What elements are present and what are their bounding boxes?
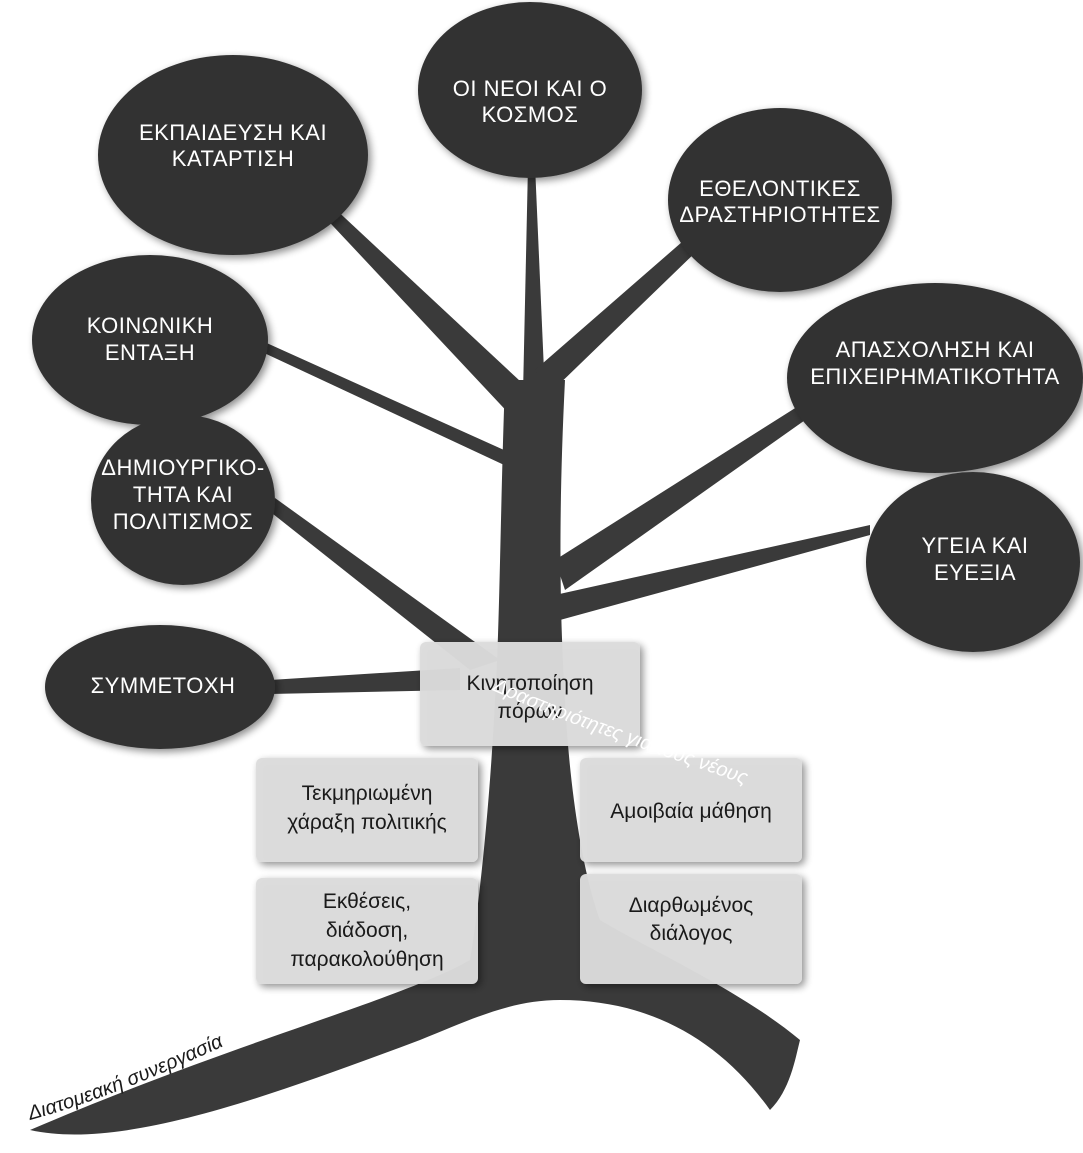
label-volunteering-2: ΔΡΑΣΤΗΡΙΟΤΗΤΕΣ xyxy=(679,202,880,227)
label-health-2: ΕΥΕΞΙΑ xyxy=(934,560,1016,585)
bubble-social-inclusion xyxy=(32,255,268,425)
leaf-labels: ΟΙ ΝΕΟΙ ΚΑΙ Ο ΚΟΣΜΟΣ ΕΚΠΑΙΔΕΥΣΗ ΚΑΙ ΚΑΤΑ… xyxy=(87,76,1060,698)
box-labels: Κινητοποίηση πόρων Τεκμηριωμένη χάραξη π… xyxy=(287,672,772,971)
box-learning xyxy=(580,758,802,862)
box-policy xyxy=(256,758,478,862)
label-learning: Αμοιβαία μάθηση xyxy=(610,800,772,823)
label-policy-2: χάραξη πολιτικής xyxy=(287,811,447,834)
label-dialogue-1: Διαρθωμένος xyxy=(629,894,754,917)
branch-participation xyxy=(270,668,460,694)
box-resources xyxy=(420,642,640,746)
label-youth-world-1: ΟΙ ΝΕΟΙ ΚΑΙ Ο xyxy=(453,76,607,101)
label-health-1: ΥΓΕΙΑ ΚΑΙ xyxy=(921,533,1028,558)
label-reports-1: Εκθέσεις, xyxy=(323,890,411,913)
label-social-inclusion-1: ΚΟΙΝΩΝΙΚΗ xyxy=(87,313,214,338)
label-education-1: ΕΚΠΑΙΔΕΥΣΗ ΚΑΙ xyxy=(139,120,327,145)
bubble-volunteering xyxy=(668,108,892,292)
label-social-inclusion-2: ΕΝΤΑΞΗ xyxy=(105,340,195,365)
branch-social-inclusion xyxy=(260,340,515,470)
label-participation: ΣΥΜΜΕΤΟΧΗ xyxy=(91,673,236,698)
branches xyxy=(260,165,870,694)
box-dialogue xyxy=(580,874,802,984)
label-reports-2: διάδοση, xyxy=(326,919,408,942)
branch-education xyxy=(318,204,535,420)
label-employment-2: ΕΠΙΧΕΙΡΗΜΑΤΙΚΟΤΗΤΑ xyxy=(810,364,1060,389)
label-youth-world-2: ΚΟΣΜΟΣ xyxy=(482,102,579,127)
bubble-education xyxy=(98,55,368,255)
label-dialogue-2: διάλογος xyxy=(650,922,733,945)
box-reports xyxy=(256,878,478,984)
branch-health xyxy=(555,525,870,620)
label-education-2: ΚΑΤΑΡΤΙΣΗ xyxy=(172,146,294,171)
bubble-creativity xyxy=(91,415,275,585)
branch-volunteering xyxy=(535,235,700,395)
bubble-youth-world xyxy=(418,2,642,178)
label-resources-2: πόρων xyxy=(497,700,562,723)
label-volunteering-1: ΕΘΕΛΟΝΤΙΚΕΣ xyxy=(699,176,861,201)
label-policy-1: Τεκμηριωμένη xyxy=(302,782,433,805)
label-resources-1: Κινητοποίηση xyxy=(466,672,593,695)
label-reports-3: παρακολούθηση xyxy=(290,948,443,971)
label-creativity-3: ΠΟΛΙΤΙΣΜΟΣ xyxy=(113,509,254,534)
branch-creativity xyxy=(268,498,500,670)
leaf-bubbles xyxy=(32,2,1083,749)
trunk-boxes xyxy=(256,642,802,984)
label-creativity-1: ΔΗΜΙΟΥΡΓΙΚΟ- xyxy=(101,455,264,480)
bubble-health xyxy=(866,472,1080,652)
label-employment-1: ΑΠΑΣΧΟΛΗΣΗ ΚΑΙ xyxy=(836,337,1035,362)
label-creativity-2: ΤΗΤΑ ΚΑΙ xyxy=(133,482,233,507)
bubble-participation xyxy=(45,625,275,749)
branch-employment xyxy=(555,405,808,590)
bubble-employment xyxy=(787,283,1083,473)
